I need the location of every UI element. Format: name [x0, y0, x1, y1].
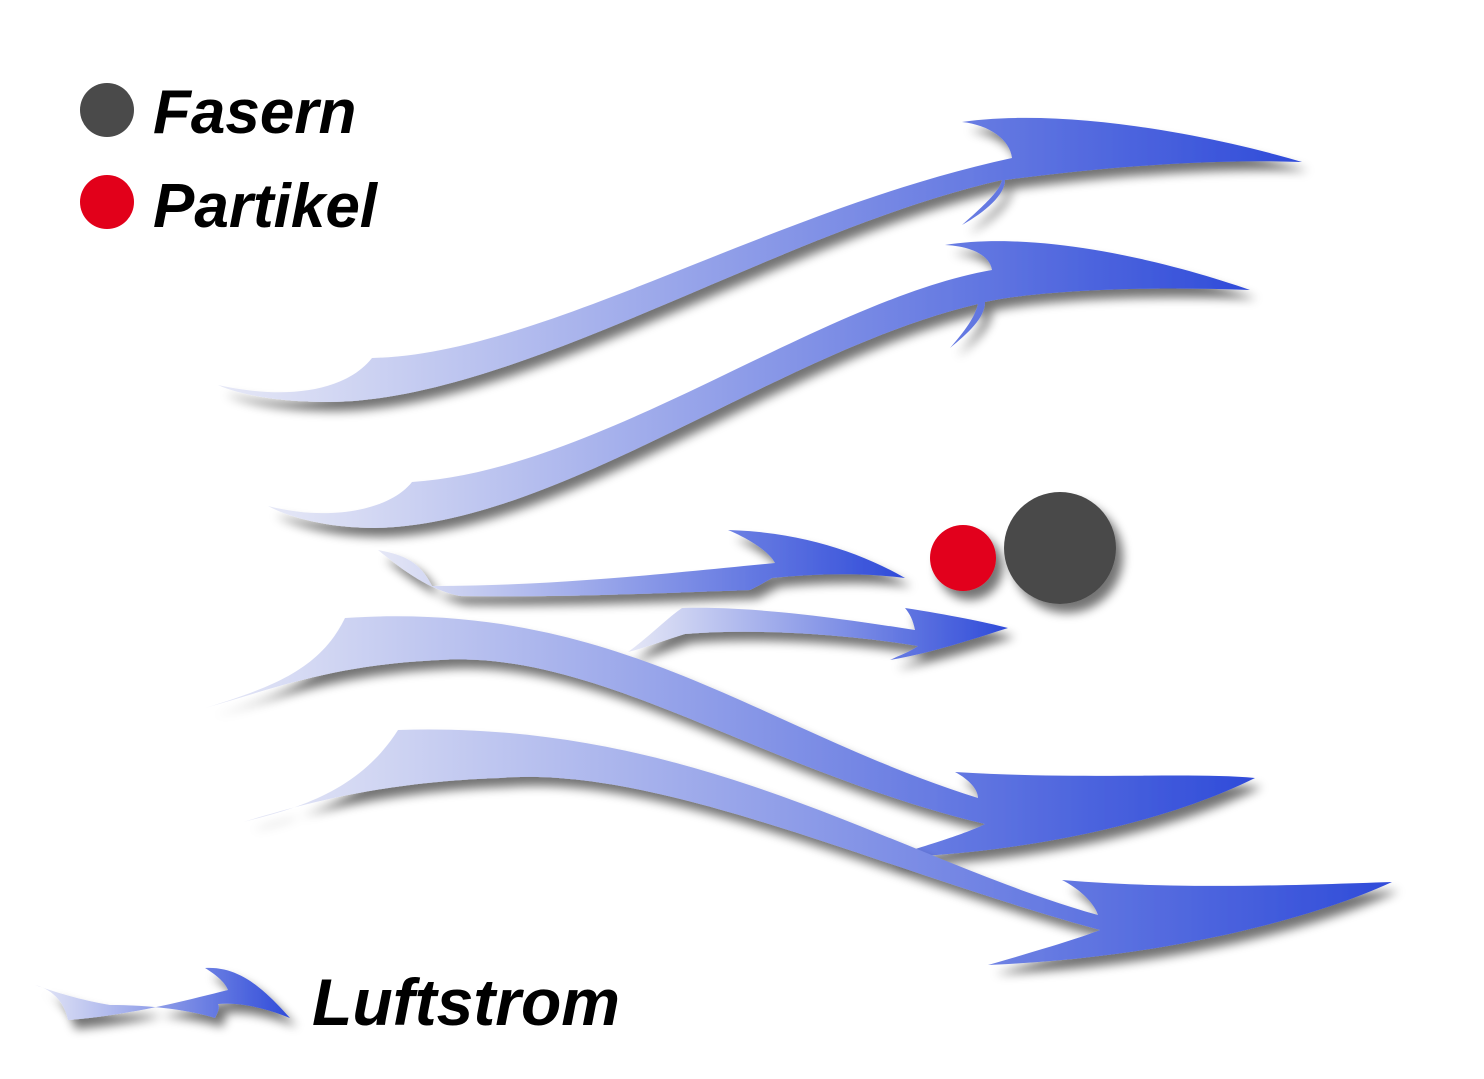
- airflow-arrow-5: [205, 616, 1255, 858]
- legend-fiber-label: Fasern: [153, 78, 356, 147]
- legend-particle-dot: [80, 175, 134, 229]
- airflow-arrow-2: [268, 241, 1250, 528]
- airflow-legend-arrow: [35, 967, 290, 1020]
- legend-airflow-label: Luftstrom: [312, 965, 620, 1039]
- fiber-circle: [1004, 492, 1116, 604]
- airflow-arrow-1: [218, 117, 1302, 403]
- particle-circle: [930, 525, 996, 591]
- airflow-arrow-3: [378, 530, 905, 597]
- airflow-arrow-4: [628, 607, 1008, 660]
- legend-particle-label: Partikel: [153, 172, 379, 241]
- legend-fiber-dot: [80, 83, 134, 137]
- airflow-arrow-6: [243, 729, 1392, 965]
